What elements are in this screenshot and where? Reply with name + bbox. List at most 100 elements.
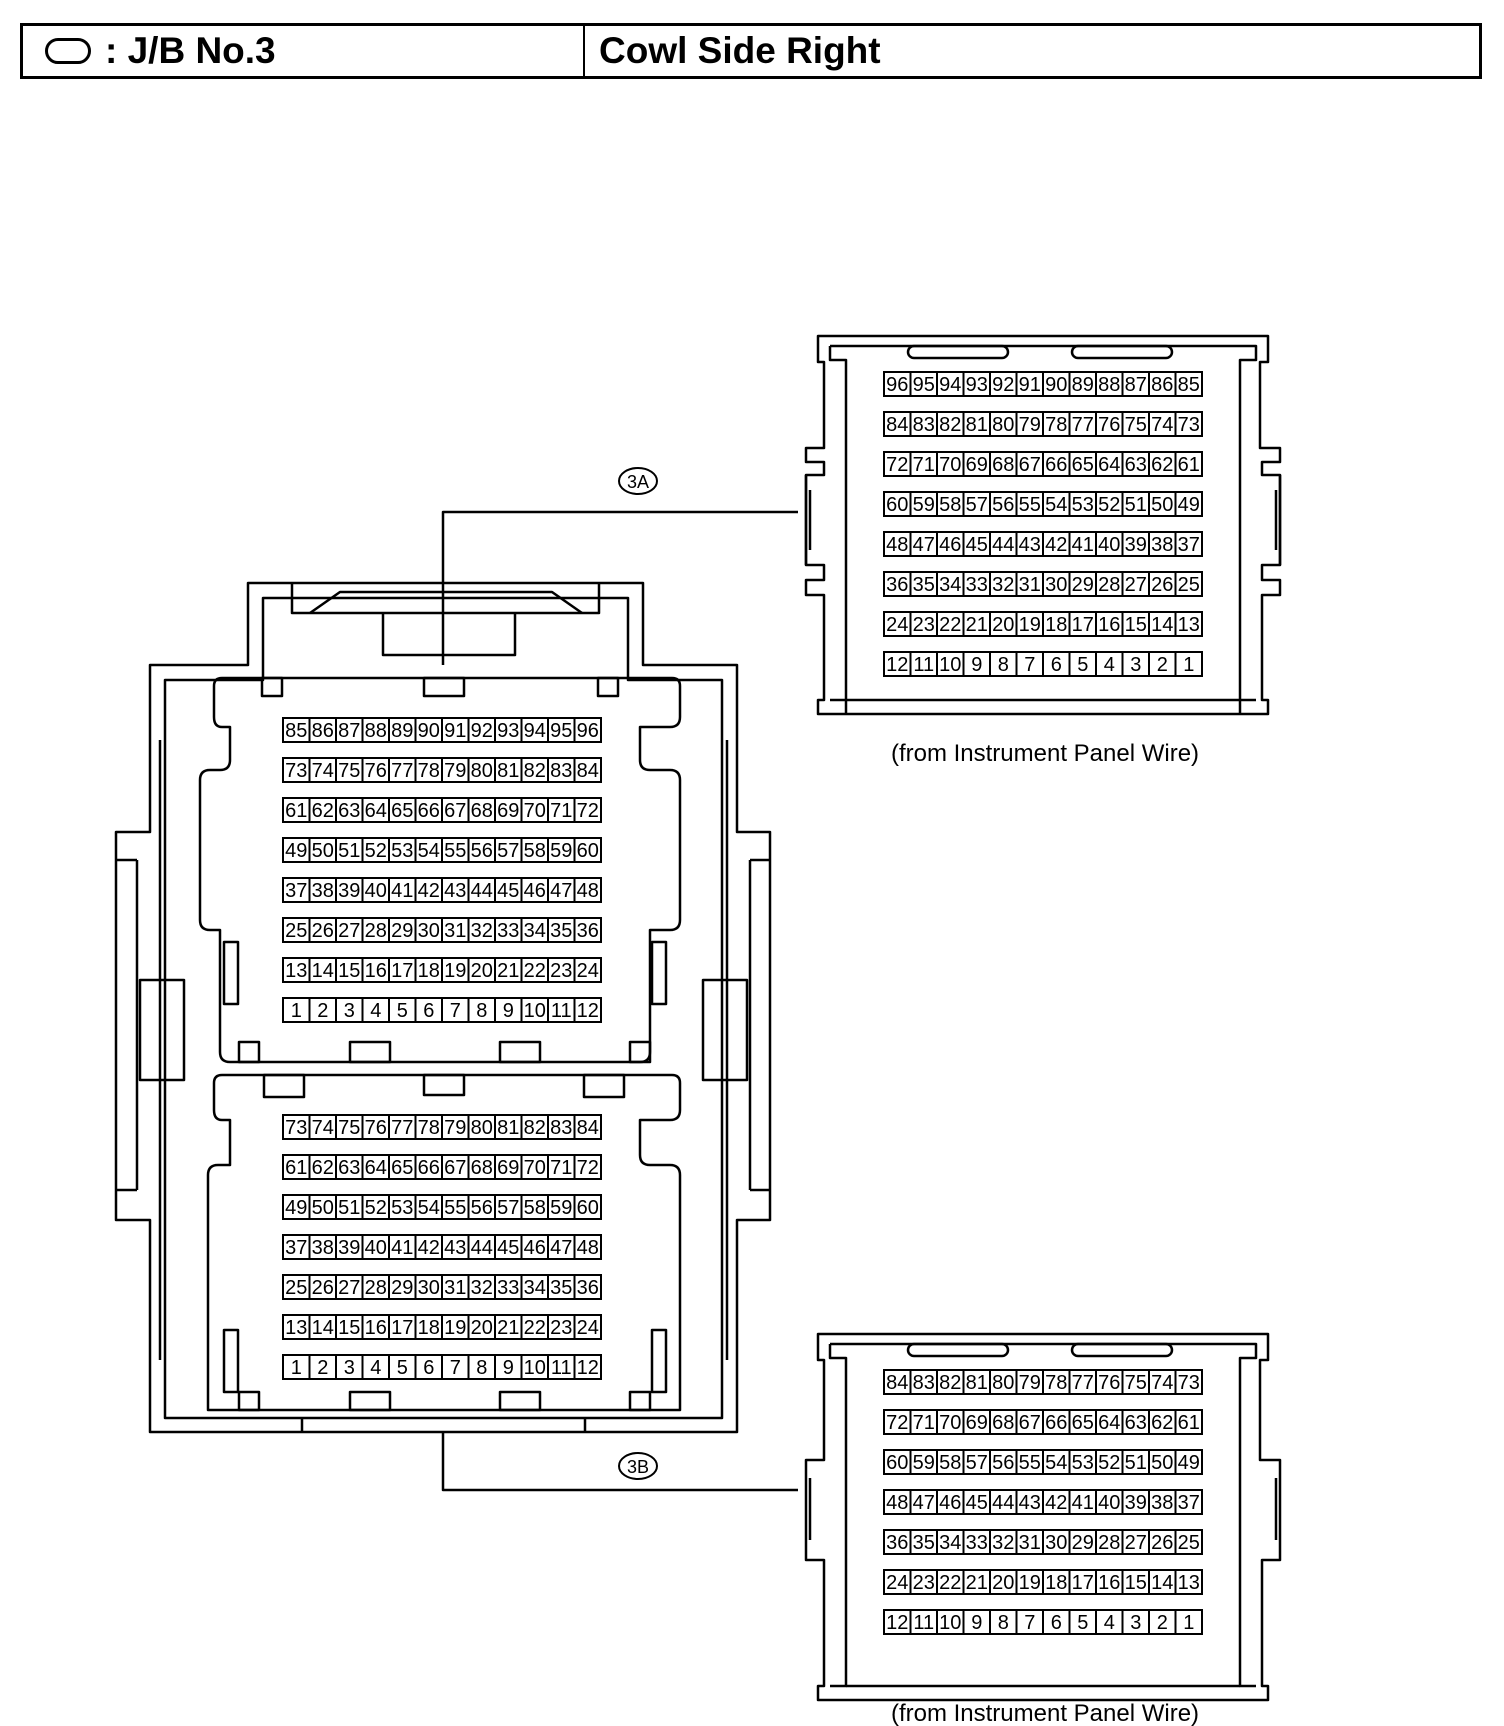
pin-number: 61 xyxy=(1178,1412,1200,1434)
location-label: Cowl Side Right xyxy=(599,30,881,71)
pin-number: 38 xyxy=(312,880,334,902)
pin-number: 12 xyxy=(886,1612,908,1634)
pin-number: 58 xyxy=(524,1197,546,1219)
pin-cell xyxy=(909,451,938,477)
pin-number: 10 xyxy=(524,1000,546,1022)
pin-number: 40 xyxy=(1098,534,1120,556)
pin-cell xyxy=(573,997,602,1023)
pin-number: 82 xyxy=(524,760,546,782)
pin-number: 82 xyxy=(939,1372,961,1394)
pin-number: 65 xyxy=(1072,454,1094,476)
pin-number: 7 xyxy=(1024,654,1035,676)
pin-number: 32 xyxy=(992,574,1014,596)
pin-number: 37 xyxy=(285,1237,307,1259)
pin-cell xyxy=(909,651,938,677)
pin-number: 35 xyxy=(913,574,935,596)
connector-3b-housing xyxy=(804,1332,1282,1702)
pin-number: 36 xyxy=(886,574,908,596)
pin-number: 2 xyxy=(317,1357,328,1379)
pin-cell xyxy=(1174,1529,1203,1555)
pin-number: 1 xyxy=(291,1357,302,1379)
pin-number: 91 xyxy=(1019,374,1041,396)
pin-number: 47 xyxy=(913,1492,935,1514)
pin-number: 78 xyxy=(418,1117,440,1139)
pin-number: 58 xyxy=(939,1452,961,1474)
pin-number: 19 xyxy=(444,1317,466,1339)
pin-cell xyxy=(883,411,912,437)
pin-number: 25 xyxy=(285,920,307,942)
pin-cell xyxy=(573,837,602,863)
pin-cell xyxy=(547,1314,576,1340)
pin-number: 53 xyxy=(1072,494,1094,516)
pin-number: 74 xyxy=(1151,1372,1173,1394)
pin-cell xyxy=(989,1369,1018,1395)
pin-number: 9 xyxy=(503,1357,514,1379)
pin-number: 65 xyxy=(391,1157,413,1179)
pin-cell xyxy=(361,1354,390,1380)
pin-cell xyxy=(1148,491,1177,517)
pin-cell xyxy=(441,797,470,823)
pin-number: 9 xyxy=(971,654,982,676)
pin-number: 44 xyxy=(471,1237,493,1259)
pin-number: 42 xyxy=(1045,1492,1067,1514)
pin-cell xyxy=(1174,651,1203,677)
tag-3a-label: 3A xyxy=(627,472,649,492)
pin-number: 27 xyxy=(1125,574,1147,596)
pin-number: 61 xyxy=(1178,454,1200,476)
pin-cell xyxy=(494,877,523,903)
pin-number: 24 xyxy=(577,1317,599,1339)
pin-cell xyxy=(467,1194,496,1220)
pin-number: 20 xyxy=(992,614,1014,636)
pin-cell xyxy=(467,1114,496,1140)
pin-cell xyxy=(1068,371,1097,397)
pin-number: 71 xyxy=(913,1412,935,1434)
pin-cell xyxy=(388,1314,417,1340)
pin-cell xyxy=(1174,1569,1203,1595)
pin-number: 3 xyxy=(344,1357,355,1379)
pin-number: 49 xyxy=(285,840,307,862)
pin-number: 89 xyxy=(391,720,413,742)
pin-cell xyxy=(962,651,991,677)
pin-number: 31 xyxy=(1019,574,1041,596)
pin-cell xyxy=(547,1194,576,1220)
pin-number: 10 xyxy=(524,1357,546,1379)
pin-cell xyxy=(1042,371,1071,397)
pin-number: 14 xyxy=(312,1317,334,1339)
pin-cell xyxy=(335,877,364,903)
pin-number: 87 xyxy=(338,720,360,742)
pin-cell xyxy=(883,371,912,397)
pin-number: 64 xyxy=(365,800,387,822)
pin-number: 88 xyxy=(365,720,387,742)
pin-number: 37 xyxy=(285,880,307,902)
pin-number: 94 xyxy=(939,374,961,396)
pin-cell xyxy=(1015,1449,1044,1475)
pin-cell xyxy=(883,571,912,597)
pin-number: 41 xyxy=(391,1237,413,1259)
pin-cell xyxy=(494,917,523,943)
pin-number: 28 xyxy=(365,1277,387,1299)
pin-cell xyxy=(547,1114,576,1140)
pin-number: 75 xyxy=(338,1117,360,1139)
pin-cell xyxy=(1095,651,1124,677)
pin-number: 55 xyxy=(444,1197,466,1219)
pin-cell xyxy=(1095,1529,1124,1555)
pin-cell xyxy=(308,837,337,863)
pin-number: 54 xyxy=(1045,1452,1067,1474)
pin-number: 72 xyxy=(577,1157,599,1179)
pin-cell xyxy=(573,917,602,943)
pin-number: 1 xyxy=(291,1000,302,1022)
pin-number: 36 xyxy=(577,920,599,942)
pin-number: 48 xyxy=(577,880,599,902)
pin-number: 39 xyxy=(338,880,360,902)
pin-number: 8 xyxy=(998,1612,1009,1634)
pin-number: 60 xyxy=(577,840,599,862)
pin-cell xyxy=(1042,1369,1071,1395)
pin-cell xyxy=(361,1274,390,1300)
pin-number: 17 xyxy=(1072,1572,1094,1594)
tag-3b-label: 3B xyxy=(627,1457,649,1477)
caption-3a: (from Instrument Panel Wire) xyxy=(891,740,1199,767)
pin-number: 11 xyxy=(551,1000,572,1022)
pin-cell xyxy=(1042,1609,1071,1635)
pin-number: 62 xyxy=(312,800,334,822)
pin-cell xyxy=(282,1234,311,1260)
